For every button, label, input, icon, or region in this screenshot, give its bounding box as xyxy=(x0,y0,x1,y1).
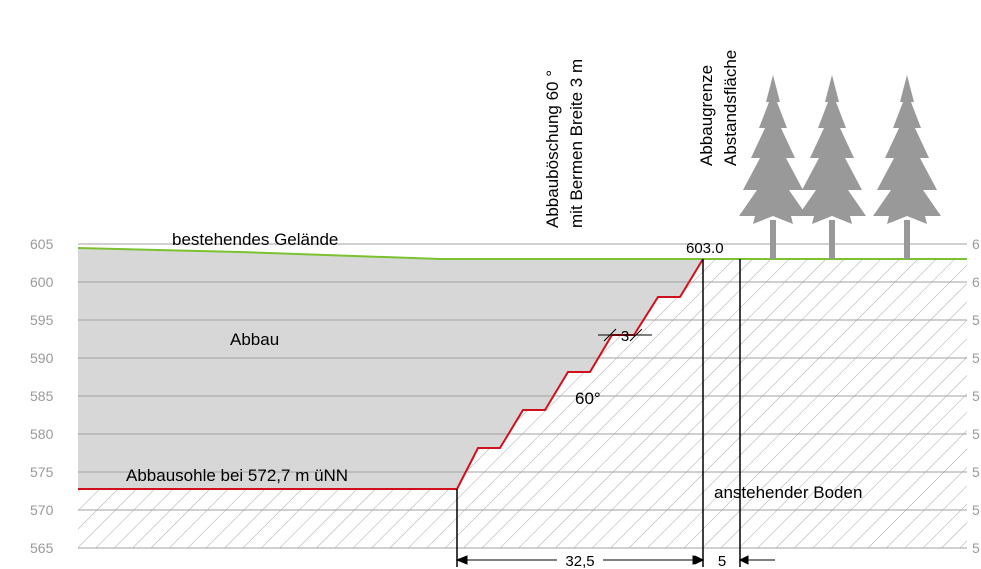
dimension-setback xyxy=(690,555,775,565)
slope-description-line1: Abbauböschung 60 ° xyxy=(543,70,562,228)
grid-lines xyxy=(78,243,967,549)
right-y-label: 5 xyxy=(972,464,980,480)
y-label: 580 xyxy=(30,426,54,442)
y-label: 590 xyxy=(30,350,54,366)
slope-line xyxy=(456,258,704,490)
top-elevation-label: 603.0 xyxy=(686,240,724,257)
y-label: 565 xyxy=(30,540,54,556)
right-y-label: 5 xyxy=(972,312,980,328)
right-y-label: 5 xyxy=(972,540,980,556)
y-label: 570 xyxy=(30,502,54,518)
limit-description-line2: Abstandsfläche xyxy=(721,50,740,166)
excavation-area xyxy=(78,248,703,489)
setback-label: 5 xyxy=(718,553,726,569)
excavation-label: Abbau xyxy=(230,330,279,349)
floor-label: Abbausohle bei 572,7 m üNN xyxy=(126,466,348,485)
y-label: 600 xyxy=(30,274,54,290)
right-y-axis-labels: 6 6 5 5 5 5 5 5 5 xyxy=(972,236,980,556)
y-label: 605 xyxy=(30,236,54,252)
right-y-label: 5 xyxy=(972,426,980,442)
terrain-label: bestehendes Gelände xyxy=(172,230,338,249)
ground-label: anstehender Boden xyxy=(714,483,862,502)
y-axis-labels: 605 600 595 590 585 580 575 570 565 xyxy=(30,236,54,556)
tree-icon xyxy=(873,75,941,259)
slope-width-label: 32,5 xyxy=(565,553,594,569)
limit-description-line1: Abbaugrenze xyxy=(697,65,716,166)
berm-width-marker xyxy=(598,328,652,342)
tree-icon xyxy=(739,75,807,259)
berm-width-label: 3 xyxy=(621,328,629,345)
angle-label: 60° xyxy=(575,389,601,408)
right-y-label: 5 xyxy=(972,502,980,518)
right-y-label: 5 xyxy=(972,388,980,404)
y-label: 585 xyxy=(30,388,54,404)
y-label: 595 xyxy=(30,312,54,328)
right-y-label: 6 xyxy=(972,274,980,290)
tree-icon xyxy=(798,75,866,259)
right-y-label: 5 xyxy=(972,350,980,366)
slope-description-line2: mit Bermen Breite 3 m xyxy=(567,59,586,228)
ground-hatch xyxy=(78,259,967,548)
y-label: 575 xyxy=(30,464,54,480)
right-y-label: 6 xyxy=(972,236,980,252)
